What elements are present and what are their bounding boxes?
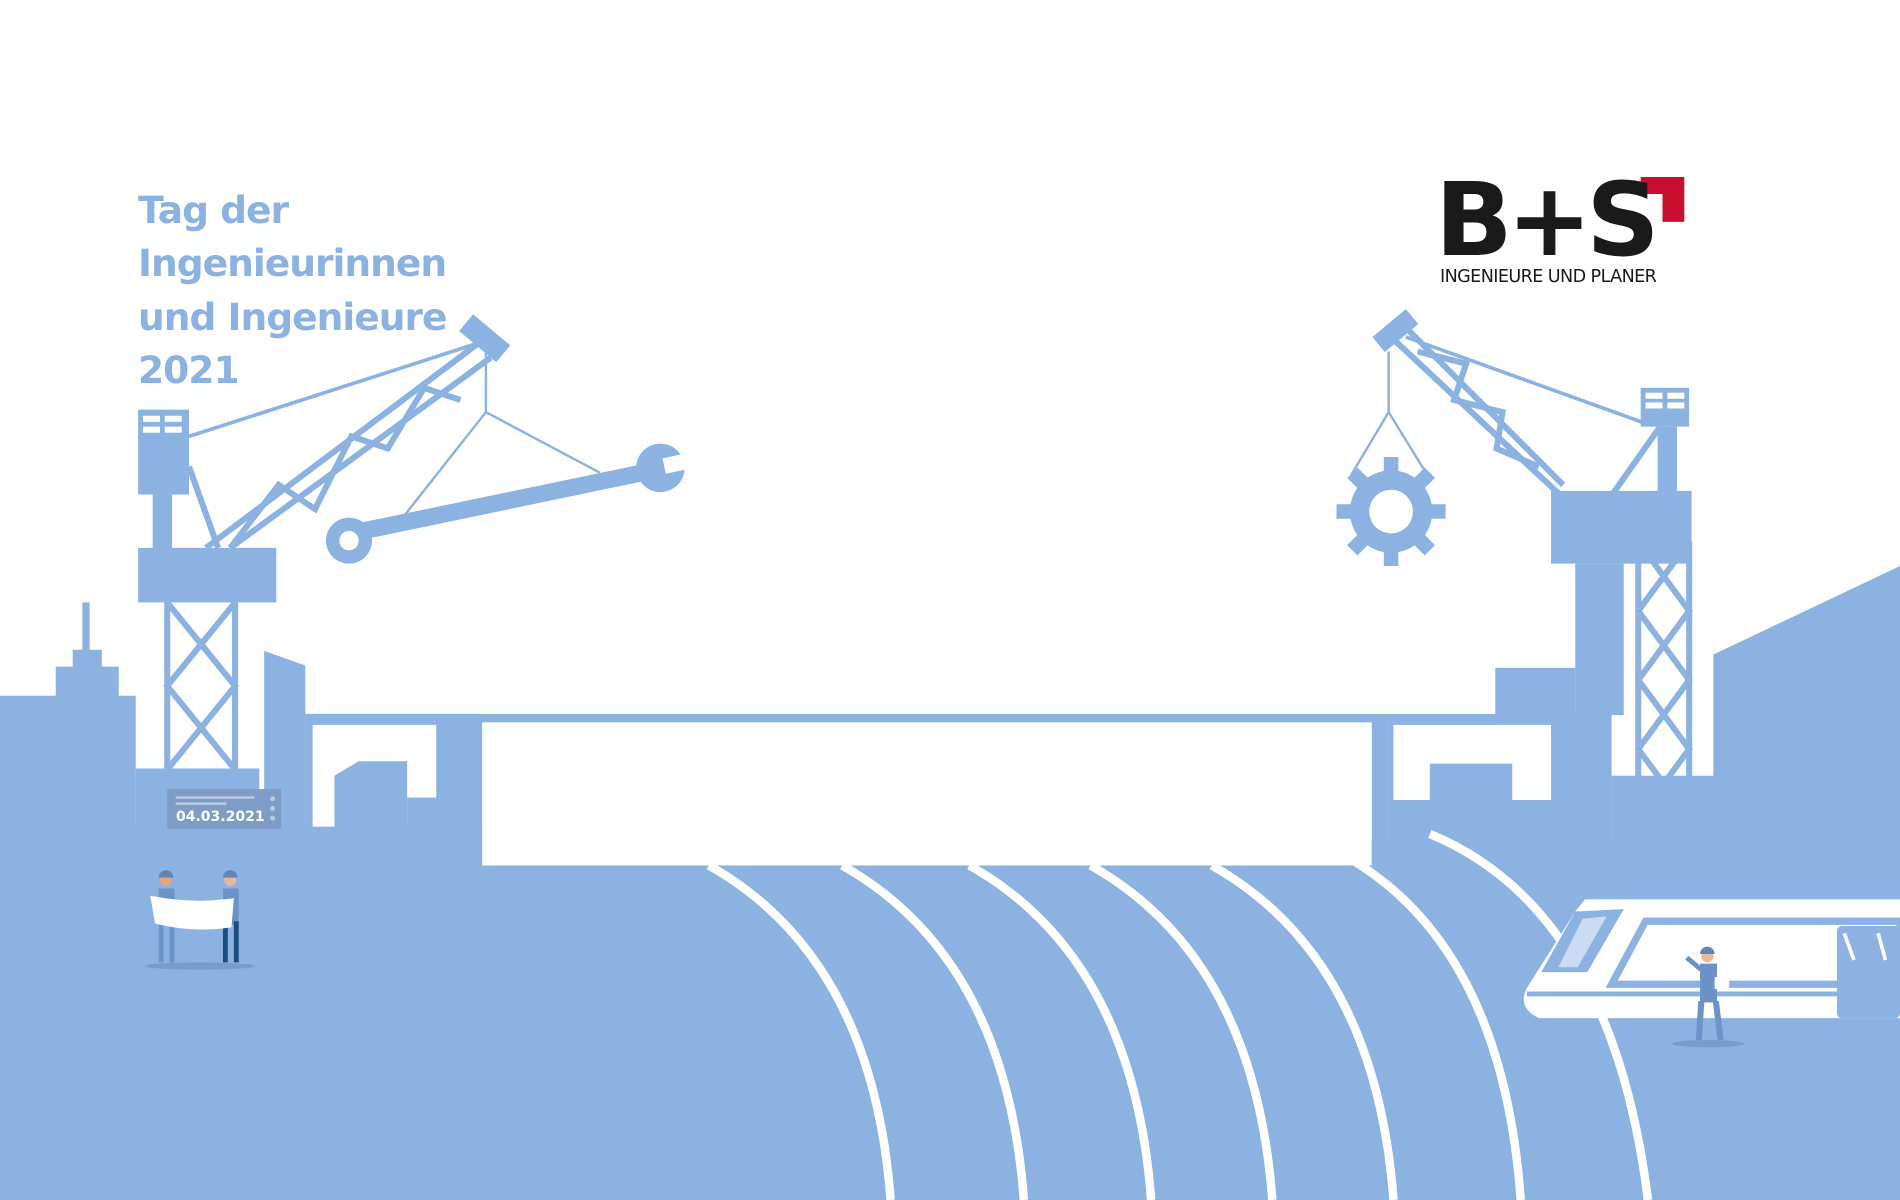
wrench-icon — [325, 443, 695, 564]
logo-subtitle: INGENIEURE UND PLANER — [1440, 267, 1657, 287]
title-line-3: und Ingenieure — [138, 295, 447, 339]
road-arcs — [706, 830, 1653, 1200]
workers-left — [145, 870, 255, 970]
date-sign — [167, 789, 282, 830]
bridge-deck — [305, 713, 1554, 723]
gear-icon — [1336, 456, 1446, 567]
crane-left — [138, 314, 601, 772]
title-line-2: Ingenieurinnen — [138, 241, 447, 285]
logo-red-mark — [1640, 176, 1685, 222]
logo-name: B+S — [1435, 161, 1660, 280]
crane-right — [1350, 309, 1693, 820]
date-text: 04.03.2021 — [176, 809, 265, 825]
worker-right — [1672, 946, 1745, 1048]
title-line-4: 2021 — [138, 348, 240, 392]
title-line-1: Tag der — [138, 188, 289, 232]
